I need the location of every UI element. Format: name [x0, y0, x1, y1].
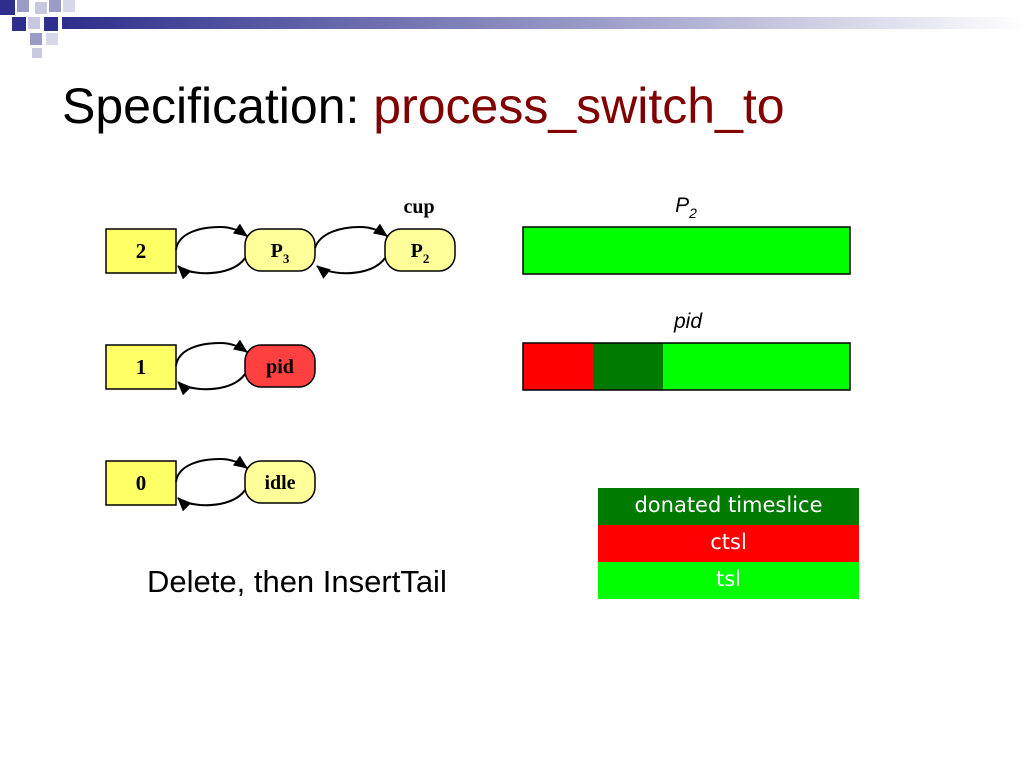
- donated-segment-pid: [593, 343, 663, 390]
- legend-tsl: tsl: [598, 562, 859, 599]
- caption: Delete, then InsertTail: [147, 564, 447, 599]
- process-name-pid: pid: [266, 356, 294, 378]
- deco-square: [44, 17, 58, 31]
- queue-level-0: 0 idle: [105, 455, 316, 512]
- deco-square: [12, 17, 26, 31]
- legend-donated-timeslice: donated timeslice: [598, 488, 859, 525]
- cup-label: cup: [403, 196, 434, 218]
- ctsl-segment-pid: [523, 343, 593, 390]
- timeslice-bar-pid: pid: [522, 310, 851, 391]
- priority-label-1: 1: [136, 355, 147, 379]
- bar-label-name-p2: P: [675, 194, 689, 217]
- process-name-idle: idle: [264, 472, 295, 494]
- prev-arrow-p2-p3: [316, 257, 386, 279]
- priority-label-2: 2: [136, 239, 147, 263]
- slide-title: Specification: process_switch_to: [62, 76, 785, 136]
- process-label-p2: P2: [411, 240, 430, 266]
- priority-box-2: [105, 228, 177, 274]
- corner-decoration: [0, 0, 1024, 58]
- next-arrow-1-pid: [175, 339, 248, 367]
- process-label-pid: pid: [266, 356, 294, 378]
- deco-square: [46, 33, 58, 45]
- deco-square: [49, 0, 61, 12]
- deco-square: [35, 2, 47, 14]
- bar-label-pid: pid: [673, 310, 703, 333]
- timeslice-bar-p2: P2: [522, 194, 851, 275]
- process-label-p3: P3: [271, 240, 290, 266]
- prev-arrow-pid-1: [177, 373, 246, 396]
- deco-square: [17, 0, 29, 12]
- process-node-pid: [244, 344, 316, 388]
- process-name-p2: P: [411, 240, 423, 262]
- deco-square: [28, 17, 40, 29]
- prev-arrow-p3-2: [177, 257, 246, 280]
- process-node-idle: [244, 460, 316, 504]
- bar-label-subscript-p2: 2: [688, 205, 697, 221]
- title-gradient-bar: [62, 17, 1024, 29]
- priority-label-0: 0: [136, 471, 147, 495]
- prev-arrow-idle-0: [177, 489, 246, 512]
- bar-outline-pid: [522, 342, 851, 391]
- process-subscript-p3: 3: [283, 251, 290, 266]
- queue-level-2: 2 P3 P2 cup: [105, 196, 456, 280]
- tsl-segment-p2: [522, 226, 851, 275]
- next-arrow-2-p3: [175, 223, 248, 251]
- deco-square: [32, 48, 42, 58]
- legend: donated timeslice ctsl tsl: [598, 488, 859, 599]
- next-arrow-p3-p2: [314, 223, 388, 249]
- deco-square: [0, 0, 15, 15]
- process-subscript-p2: 2: [423, 251, 430, 266]
- process-node-p3: [244, 228, 316, 272]
- process-label-idle: idle: [264, 472, 295, 494]
- priority-box-1: [105, 344, 177, 390]
- process-node-p2: [384, 228, 456, 272]
- title-prefix: Specification:: [62, 78, 374, 134]
- next-arrow-0-idle: [175, 455, 248, 483]
- legend-ctsl: ctsl: [598, 525, 859, 562]
- deco-square: [63, 0, 75, 12]
- deco-square: [30, 33, 42, 45]
- queue-level-1: 1 pid: [105, 339, 316, 396]
- process-name-p3: P: [271, 240, 283, 262]
- bar-label-p2: P2: [675, 194, 697, 221]
- title-function-name: process_switch_to: [373, 78, 785, 134]
- priority-box-0: [105, 460, 177, 506]
